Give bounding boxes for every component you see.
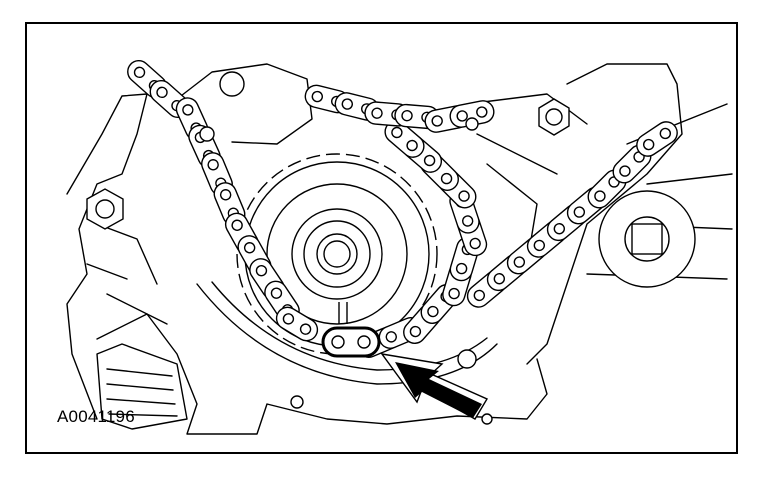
timing-chain-diagram (66, 59, 733, 435)
chain-link (449, 100, 495, 128)
mounting-holes (199, 71, 493, 425)
engine-block-outline-upper (176, 63, 313, 145)
guide-rail-lower-inner (211, 281, 488, 371)
chain-link (636, 121, 678, 157)
housing-ridges (106, 368, 178, 417)
chain-link (384, 120, 425, 158)
engine-block-outline-lower (96, 313, 548, 435)
highlighted-chain-link (321, 326, 381, 358)
figure-code: A0041196 (57, 407, 135, 426)
engine-block-outline-left (66, 93, 148, 420)
engine-block-detail-left (86, 223, 168, 325)
bolt-left (86, 188, 124, 230)
indicator-arrow-icon (380, 353, 489, 420)
lower-housing (96, 343, 188, 430)
engine-block-outline-right (526, 63, 683, 365)
timing-chain (127, 59, 678, 358)
cam-sprocket-right (598, 190, 696, 288)
engine-block-detail-right (586, 103, 733, 280)
bolt-upper-right (538, 98, 570, 136)
figure-frame: A0041196 (25, 22, 738, 454)
chain-link (275, 306, 319, 342)
